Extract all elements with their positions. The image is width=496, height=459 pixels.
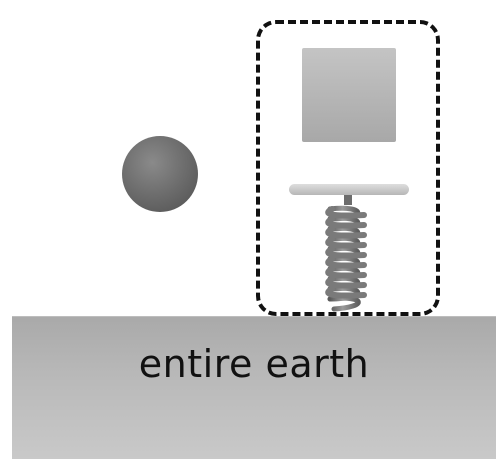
- block: [302, 48, 396, 142]
- ground-label: entire earth: [12, 342, 496, 386]
- spring-stem: [344, 195, 352, 205]
- scale-platform: [289, 184, 409, 195]
- ball: [122, 136, 198, 212]
- ground-block: entire earth: [12, 316, 496, 459]
- spring: [320, 195, 376, 313]
